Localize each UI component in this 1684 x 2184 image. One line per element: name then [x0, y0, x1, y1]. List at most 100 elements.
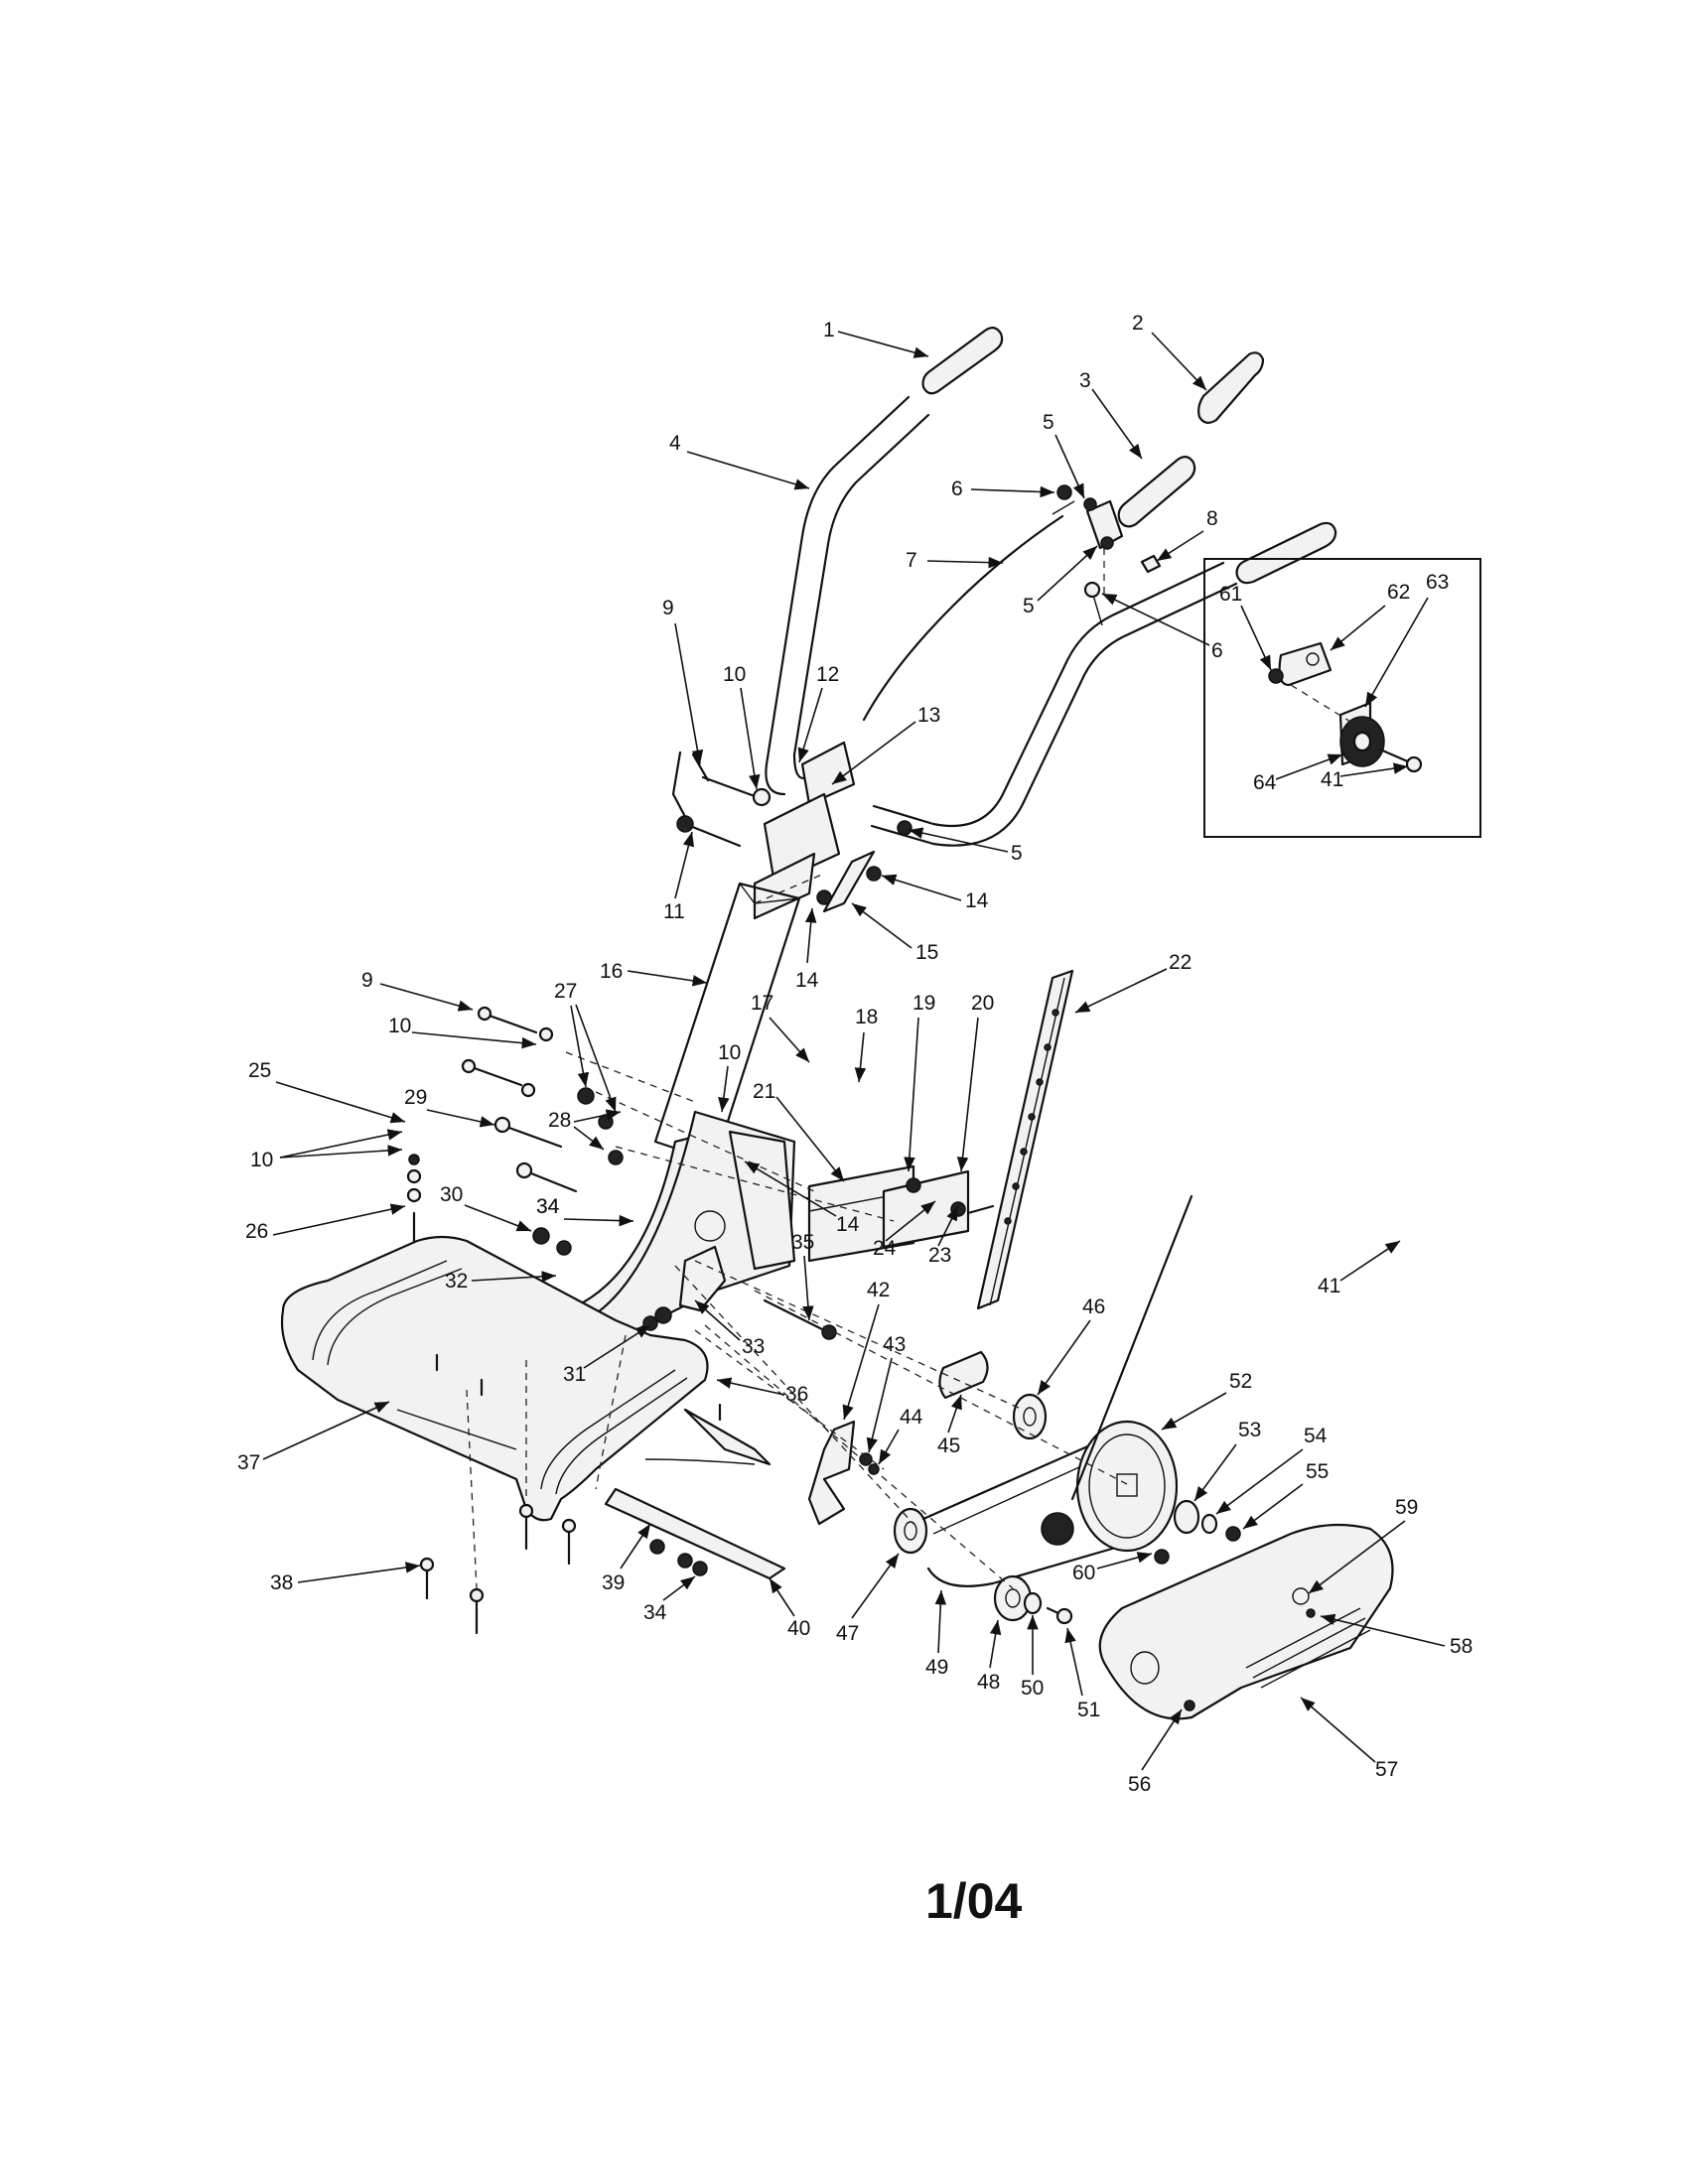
inset-callout-64: 64: [1253, 771, 1277, 794]
idler-inset: [1203, 558, 1481, 838]
callout-31: 31: [563, 1363, 586, 1386]
inset-callout-41: 41: [1321, 768, 1343, 791]
callout-22: 22: [1169, 951, 1192, 974]
upper-handle-column: [671, 741, 912, 920]
callout-43: 43: [883, 1333, 906, 1356]
drive-assembly: [466, 873, 1394, 1720]
callout-37: 37: [237, 1451, 260, 1474]
callout-1: 1: [823, 319, 835, 341]
callout-21: 21: [753, 1080, 775, 1103]
callout-33: 33: [742, 1335, 765, 1358]
inset-callout-63: 63: [1426, 571, 1449, 594]
pulley-bracket: [807, 1420, 856, 1526]
callout-10a: 10: [723, 663, 746, 686]
callout-58: 58: [1450, 1635, 1473, 1658]
callout-52: 52: [1229, 1370, 1252, 1393]
callout-34b: 34: [643, 1601, 667, 1624]
callout-49: 49: [925, 1656, 948, 1679]
long-bolt: [763, 1298, 826, 1332]
large-pulley: [1075, 1420, 1179, 1553]
callout-19: 19: [912, 992, 935, 1015]
idler-pulley: [1041, 1194, 1193, 1546]
control-bracket: [1056, 484, 1162, 626]
control-grip: [1117, 456, 1196, 528]
callout-3: 3: [1079, 369, 1091, 392]
callout-17: 17: [751, 992, 773, 1015]
callout-32: 32: [445, 1270, 468, 1293]
callout-6a: 6: [951, 478, 963, 500]
callout-44: 44: [900, 1406, 923, 1429]
callout-26: 26: [245, 1220, 268, 1243]
depth-bar: [976, 969, 1074, 1310]
handlebar-assembly: [653, 327, 1337, 1163]
callout-47: 47: [836, 1622, 859, 1645]
callout-7: 7: [906, 549, 917, 572]
callout-14c: 14: [836, 1213, 860, 1236]
callout-36: 36: [785, 1383, 808, 1406]
inset-callout-62: 62: [1387, 581, 1410, 604]
callout-48: 48: [977, 1671, 1000, 1694]
callout-24: 24: [873, 1237, 897, 1260]
callout-55: 55: [1306, 1460, 1329, 1483]
control-cable: [862, 500, 1075, 722]
callout-12: 12: [816, 663, 839, 686]
callout-60: 60: [1072, 1562, 1095, 1584]
lower-handle-column: [653, 882, 801, 1163]
callout-41: 41: [1318, 1275, 1340, 1297]
callouts: 1 2 3 4 5 5 5 6 6 7 8 9 9 10 10 10 10: [237, 312, 1473, 1796]
inset-callout-61: 61: [1219, 583, 1242, 606]
callout-59: 59: [1395, 1496, 1418, 1519]
callout-11: 11: [663, 900, 685, 923]
spacer: [938, 1350, 989, 1400]
callout-16: 16: [600, 960, 623, 983]
callout-54: 54: [1304, 1425, 1328, 1447]
tine-shield: [280, 1235, 786, 1635]
callout-10d: 10: [250, 1149, 273, 1171]
callout-57: 57: [1375, 1758, 1398, 1781]
callout-14a: 14: [965, 889, 989, 912]
left-handle-tube: [765, 395, 930, 796]
callout-50: 50: [1021, 1677, 1044, 1700]
left-grip: [921, 327, 1004, 395]
callout-4: 4: [669, 432, 681, 455]
callout-2: 2: [1132, 312, 1144, 335]
callout-13: 13: [917, 704, 940, 727]
callout-27: 27: [554, 980, 577, 1003]
callout-29: 29: [404, 1086, 427, 1109]
callout-9b: 9: [361, 969, 373, 992]
lower-bracket: [678, 1245, 727, 1312]
callout-20: 20: [971, 992, 994, 1015]
right-grip: [1197, 351, 1265, 424]
revision-date: 1/04: [925, 1873, 1023, 1929]
belt-guard: [1098, 1523, 1394, 1720]
small-pulley: [1012, 1393, 1048, 1440]
callout-9a: 9: [662, 597, 674, 619]
callout-5c: 5: [1011, 842, 1023, 865]
callout-14b: 14: [795, 969, 819, 992]
callout-15: 15: [915, 941, 938, 964]
callout-35: 35: [791, 1231, 814, 1254]
outer-grip: [1235, 521, 1337, 585]
callout-5b: 5: [1023, 595, 1035, 617]
callout-28: 28: [548, 1109, 571, 1132]
callout-6b: 6: [1211, 639, 1223, 662]
callout-40: 40: [787, 1617, 810, 1640]
right-handle-tube: [870, 561, 1238, 847]
callout-39: 39: [602, 1571, 625, 1594]
callout-42: 42: [867, 1279, 890, 1301]
callout-56: 56: [1128, 1773, 1151, 1796]
callout-34c: 34: [536, 1195, 560, 1218]
callout-34a: 34: [536, 1195, 560, 1218]
engine-pulley: [893, 1507, 928, 1555]
callout-10c: 10: [718, 1041, 741, 1064]
callout-38: 38: [270, 1571, 293, 1594]
callout-23: 23: [928, 1244, 951, 1267]
callout-45: 45: [937, 1434, 960, 1457]
clamp-plate: [816, 850, 882, 913]
callout-5a: 5: [1043, 411, 1054, 434]
callout-18: 18: [855, 1006, 878, 1028]
callout-8: 8: [1206, 507, 1218, 530]
callout-46: 46: [1082, 1296, 1105, 1318]
callout-25: 25: [248, 1059, 271, 1082]
